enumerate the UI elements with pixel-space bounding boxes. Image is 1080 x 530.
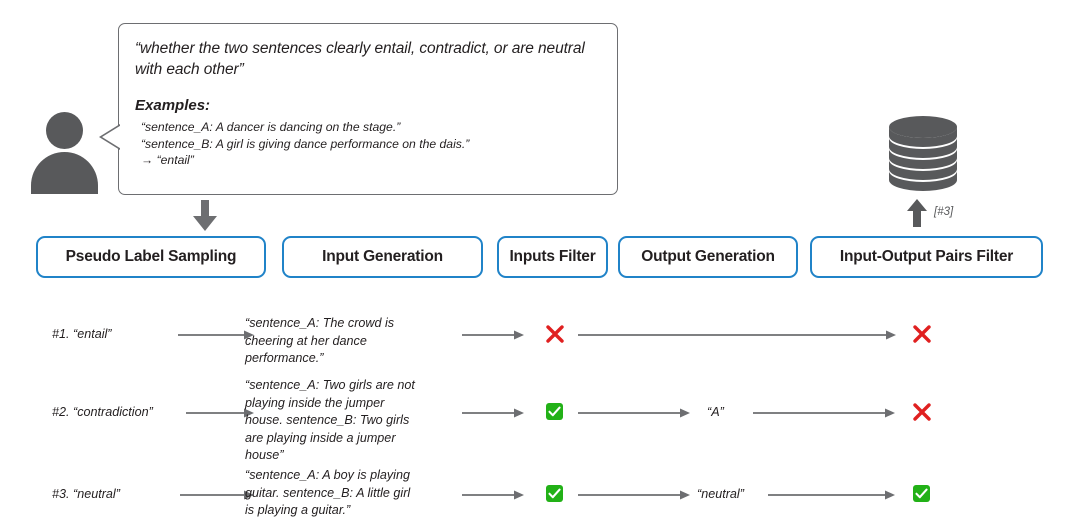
stage-label: Output Generation — [641, 248, 775, 265]
stage-label: Input-Output Pairs Filter — [839, 248, 1014, 265]
stage-label: Input Generation — [322, 248, 443, 265]
row-1-arrow-3 — [578, 328, 896, 346]
person-head-shape — [46, 112, 83, 149]
row-2-arrow-1 — [186, 406, 254, 424]
row-2-pseudo-label: #2. “contradiction” — [52, 405, 153, 419]
stage-box-pseudo-label-sampling[interactable]: Pseudo Label Sampling — [36, 236, 266, 278]
up-arrow-icon — [906, 198, 928, 228]
row-3-arrow-3 — [578, 488, 690, 506]
row-1-inputs-filter-x-icon — [546, 325, 564, 343]
stage-box-inputs-filter[interactable]: Inputs Filter — [497, 236, 608, 278]
database-arrow-label: [#3] — [934, 206, 954, 218]
row-1-pairs-filter-x-icon — [913, 325, 931, 343]
person-icon — [28, 112, 100, 200]
example-sentence-a: “sentence_A: A dancer is dancing on the … — [141, 120, 401, 134]
row-1-arrow-2 — [462, 328, 524, 346]
down-arrow-icon — [192, 200, 218, 232]
bubble-tail-inner — [102, 124, 123, 150]
row-3-pseudo-label: #3. “neutral” — [52, 487, 120, 501]
person-body-shape — [31, 152, 98, 194]
row-1-input-text: “sentence_A: The crowd is cheering at he… — [245, 316, 395, 365]
row-2-arrow-4 — [753, 406, 895, 424]
stage-label: Pseudo Label Sampling — [65, 248, 237, 265]
row-3-input-text: “sentence_A: A boy is playing guitar. se… — [245, 468, 411, 517]
prompt-speech-bubble: “whether the two sentences clearly entai… — [99, 23, 618, 195]
example-sentence-b: “sentence_B: A girl is giving dance perf… — [141, 136, 470, 151]
row-1-arrow-1 — [178, 328, 254, 346]
row-3-arrow-4 — [768, 488, 895, 506]
stage-box-output-generation[interactable]: Output Generation — [618, 236, 798, 278]
row-3-arrow-1 — [180, 488, 254, 506]
row-2-inputs-filter-check-icon — [546, 403, 563, 420]
example-label-result: → “entail” — [141, 153, 194, 167]
row-2-arrow-3 — [578, 406, 690, 424]
row-3-inputs-filter-check-icon — [546, 485, 563, 502]
stage-box-input-output-pairs-filter[interactable]: Input-Output Pairs Filter — [810, 236, 1043, 278]
row-3-arrow-2 — [462, 488, 524, 506]
stage-box-input-generation[interactable]: Input Generation — [282, 236, 483, 278]
row-2-arrow-2 — [462, 406, 524, 424]
task-description-text: “whether the two sentences clearly entai… — [135, 40, 585, 78]
row-3-pairs-filter-check-icon — [913, 485, 930, 502]
row-2-pairs-filter-x-icon — [913, 403, 931, 421]
row-1-pseudo-label: #1. “entail” — [52, 327, 112, 341]
row-2-input-text: “sentence_A: Two girls are not playing i… — [245, 378, 415, 462]
row-2-output-text: “A” — [707, 405, 724, 419]
stage-label: Inputs Filter — [509, 248, 596, 265]
database-icon — [884, 114, 962, 192]
row-3-output-text: “neutral” — [697, 487, 744, 501]
examples-heading: Examples: — [135, 97, 211, 114]
